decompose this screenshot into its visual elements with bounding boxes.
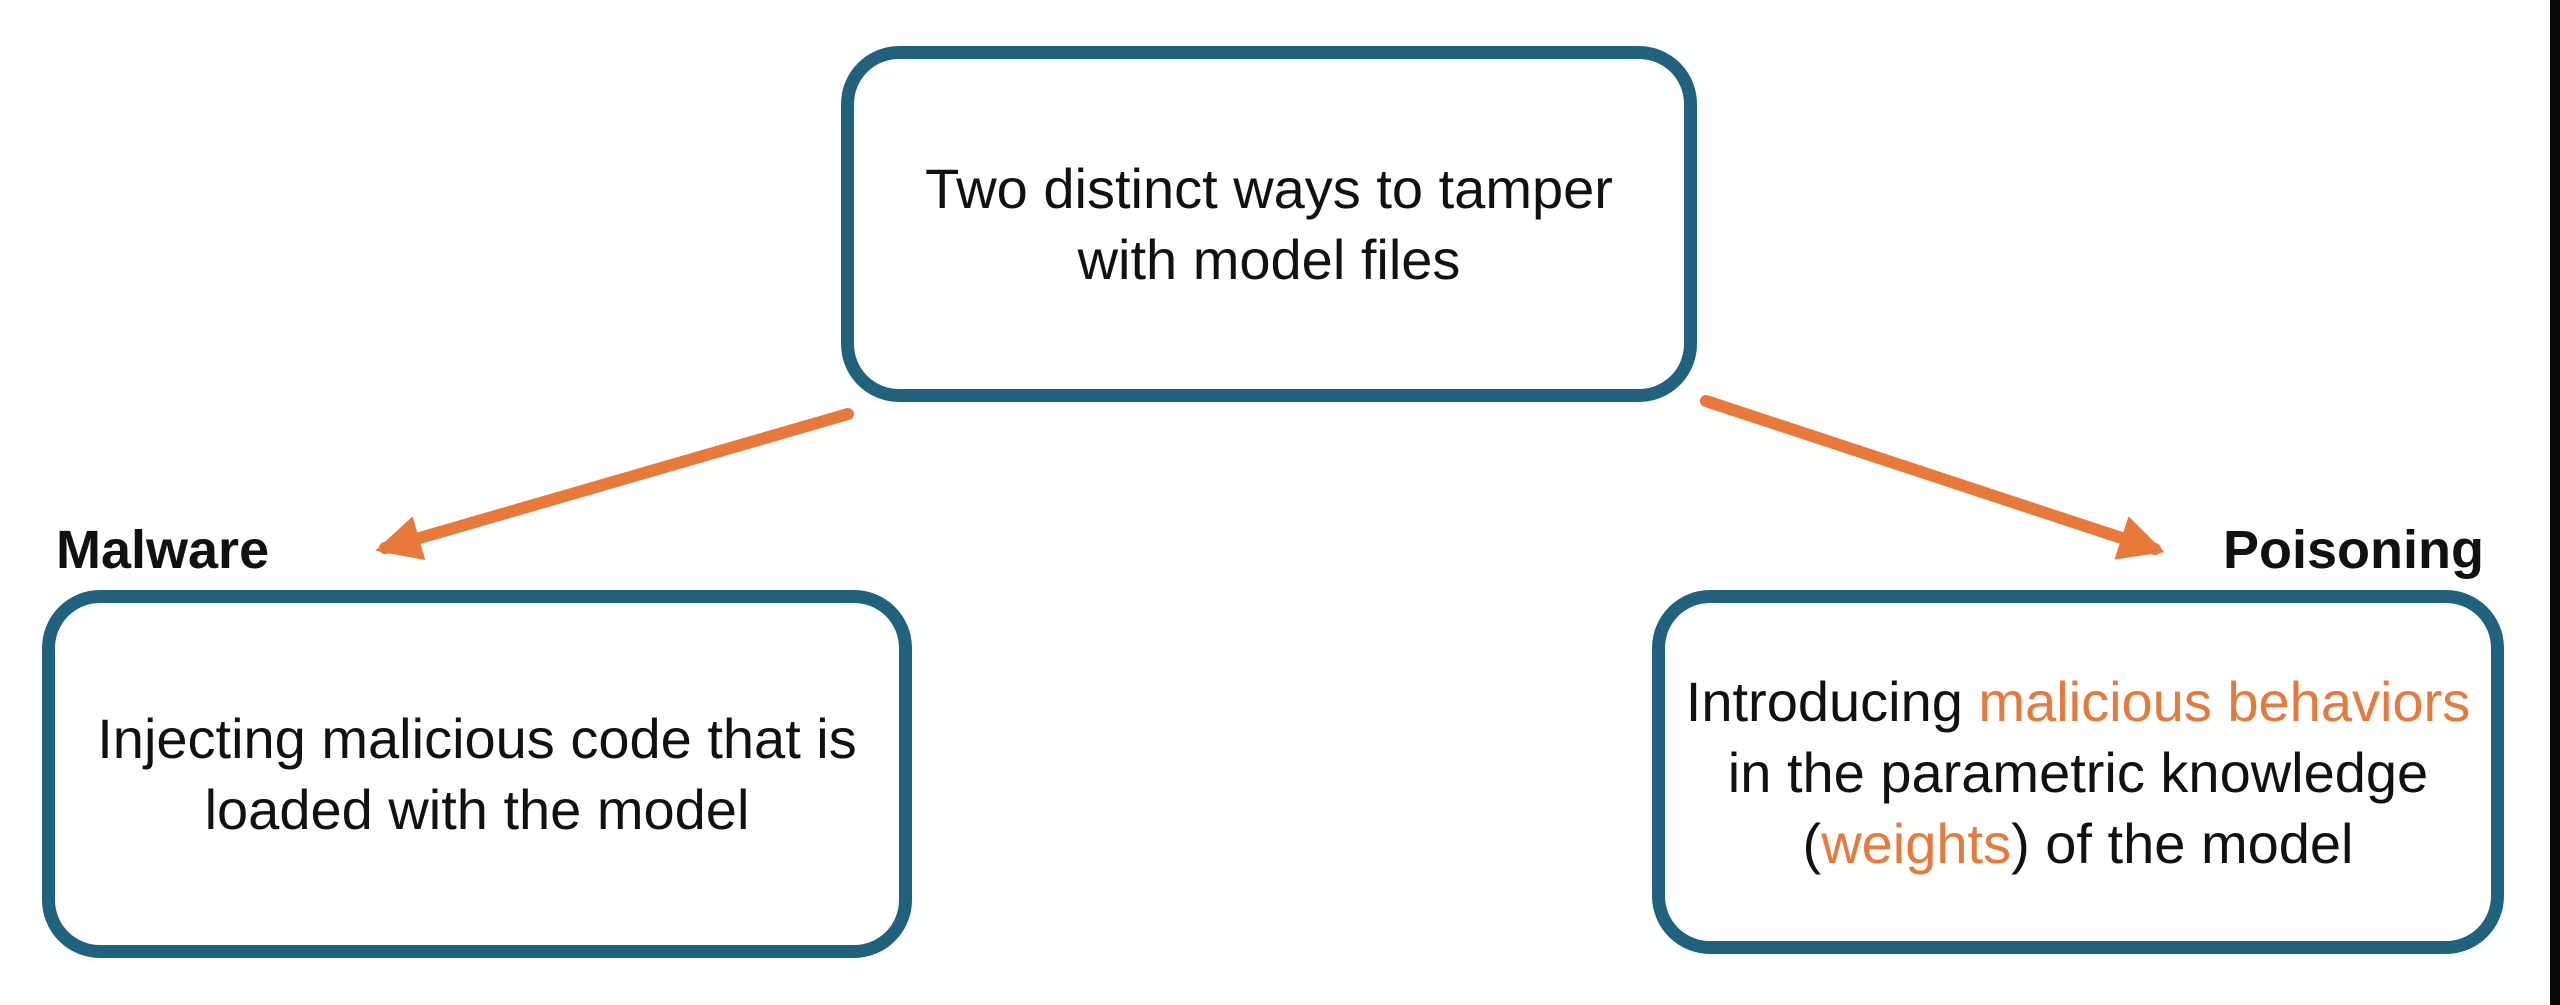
poisoning-label: Poisoning: [2223, 520, 2484, 580]
malware-label: Malware: [56, 520, 270, 580]
arrow-to-malware-icon: [375, 408, 854, 560]
arrow-to-poisoning-icon: [1700, 395, 2165, 560]
screen-edge-bar: [2550, 0, 2560, 1005]
